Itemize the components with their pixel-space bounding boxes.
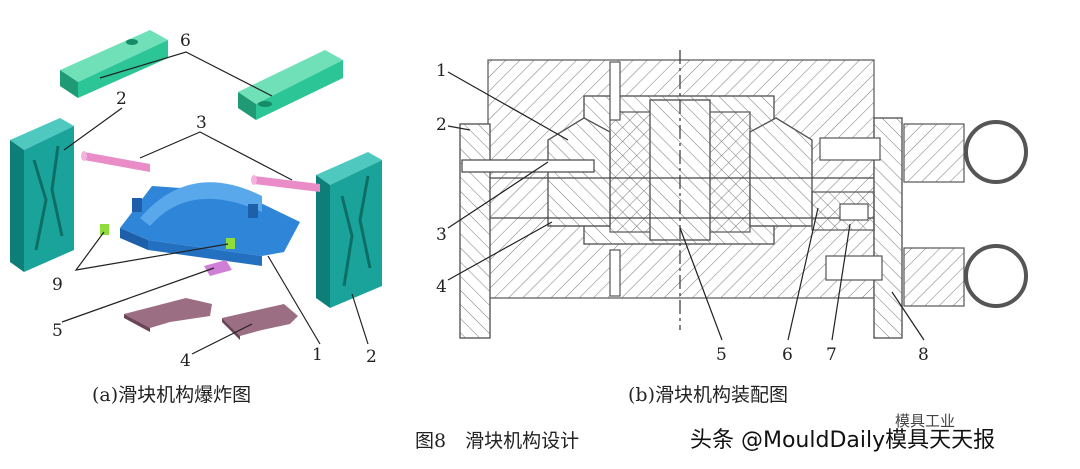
caption-exploded-view: (a)滑块机构爆炸图	[92, 384, 252, 406]
label-a-9: 9	[52, 275, 63, 295]
label-b-5: 5	[716, 345, 727, 365]
caption-assembly-view: (b)滑块机构装配图	[628, 384, 788, 406]
slider-block-left	[10, 118, 74, 272]
label-a-2-right: 2	[366, 347, 377, 367]
core-part	[120, 182, 300, 266]
figure-title: 图8 滑块机构设计	[415, 430, 580, 452]
guide-plate-right	[238, 50, 343, 120]
pad-right	[226, 238, 235, 249]
label-b-4: 4	[436, 277, 447, 297]
wear-plate-left	[124, 298, 212, 332]
angled-pin-section	[461, 159, 595, 173]
label-b-8: 8	[918, 345, 929, 365]
label-a-2-left: 2	[116, 89, 127, 109]
label-a-3: 3	[196, 113, 207, 133]
angled-pin-left	[81, 151, 150, 172]
label-a-1: 1	[312, 345, 323, 365]
assembly-section	[459, 50, 1028, 339]
label-b-6: 6	[782, 345, 793, 365]
eyebolt-block-top	[903, 123, 965, 183]
slider-block-right	[316, 152, 382, 308]
eyebolt-ring-top	[964, 120, 1028, 184]
label-a-5: 5	[52, 321, 63, 341]
key-block	[204, 260, 232, 276]
label-a-4: 4	[180, 351, 191, 371]
label-b-1: 1	[436, 61, 447, 81]
label-a-6: 6	[180, 31, 191, 51]
leaders-b	[447, 71, 925, 341]
exploded-view: 6 2 3 9 5 4 1 2	[10, 30, 382, 371]
publisher-logo: 模具工业	[895, 412, 956, 430]
labels-a: 6 2 3 9 5 4 1 2	[52, 31, 377, 371]
pad-left	[100, 224, 109, 235]
wear-plate-right	[222, 304, 298, 340]
labels-b: 1 2 3 4 5 6 7 8	[436, 61, 929, 365]
watermark: 头条 @MouldDaily模具天天报	[690, 428, 996, 453]
eyebolt-block-bottom	[903, 247, 965, 307]
leaders-a	[61, 51, 369, 355]
label-b-2: 2	[436, 115, 447, 135]
label-b-7: 7	[826, 345, 837, 365]
angled-pin-right	[251, 175, 320, 192]
guide-plate-left	[60, 30, 168, 98]
eyebolt-ring-bottom	[964, 244, 1028, 308]
label-b-3: 3	[436, 225, 447, 245]
